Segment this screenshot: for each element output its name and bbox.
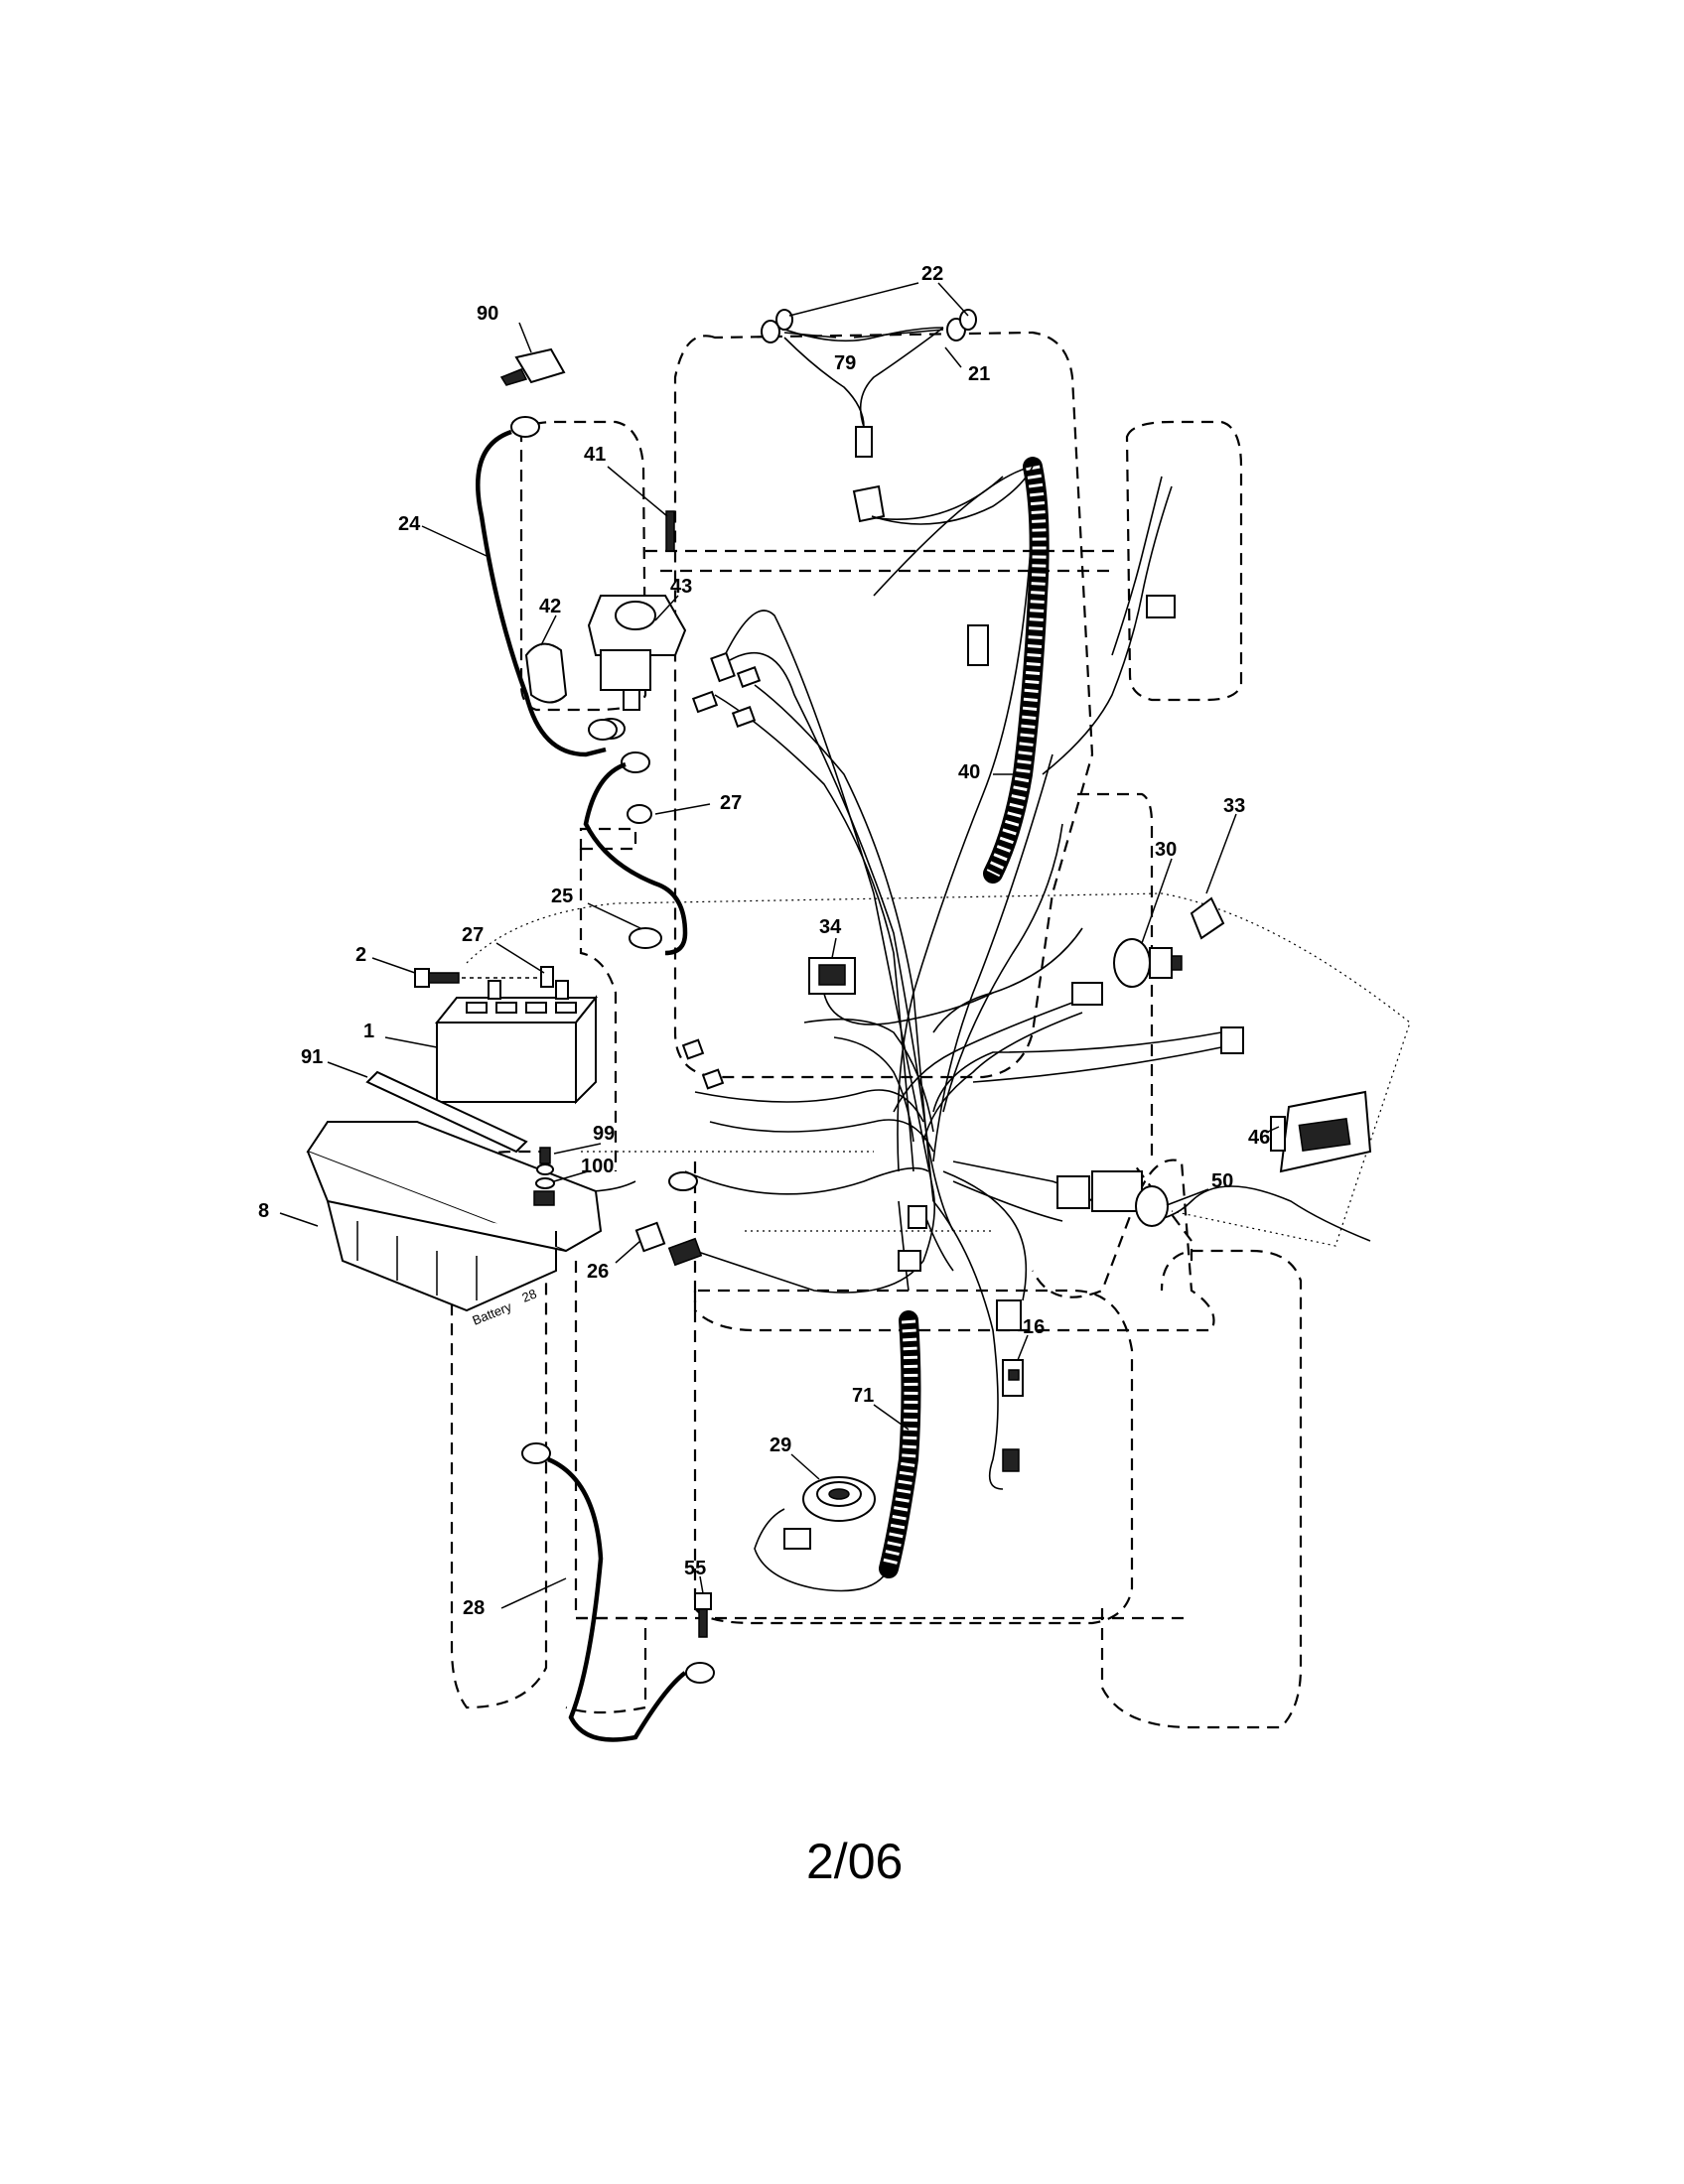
page-number: 2/06 xyxy=(806,1834,903,1889)
callout-26: 26 xyxy=(587,1261,609,1283)
callout-41: 41 xyxy=(584,444,606,466)
harness-conduit-40 xyxy=(983,457,1050,884)
callout-21: 21 xyxy=(968,363,990,385)
callout-43: 43 xyxy=(670,576,692,598)
terminal-boot-42 xyxy=(524,642,568,704)
callout-79: 79 xyxy=(834,352,856,374)
callout-16: 16 xyxy=(1023,1316,1045,1338)
hour-meter-46 xyxy=(1270,1090,1372,1173)
callout-1: 1 xyxy=(363,1021,374,1042)
callout-30: 30 xyxy=(1155,839,1177,861)
callout-71: 71 xyxy=(852,1385,874,1407)
ignition-switch-30 xyxy=(1113,938,1183,988)
switch-16 xyxy=(1002,1359,1024,1397)
nut-27-upper xyxy=(627,804,652,824)
callout-100: 100 xyxy=(581,1156,614,1177)
bolt-2 xyxy=(414,968,460,988)
callout-8: 8 xyxy=(258,1200,269,1222)
headlight-assembly xyxy=(761,309,1034,525)
nut-27-lower xyxy=(462,966,554,988)
ground-cable-28 xyxy=(521,1442,715,1742)
callout-42: 42 xyxy=(539,596,561,617)
pto-switch-34 xyxy=(808,957,994,1025)
headlight-bulb-left xyxy=(761,320,780,343)
seat-switch-29 xyxy=(802,1476,876,1522)
connector-rear-3 xyxy=(898,1250,921,1272)
headlight-socket-right xyxy=(959,309,977,331)
connector-ignition xyxy=(1071,982,1103,1006)
harness-plug-front xyxy=(852,484,886,523)
battery-tray-8: Battery 28 xyxy=(306,1121,603,1328)
connector-rear-2 xyxy=(908,1205,927,1229)
callout-40: 40 xyxy=(958,761,980,783)
callout-29: 29 xyxy=(770,1434,791,1456)
connector-rear-1 xyxy=(996,1299,1022,1331)
wiring-harness-wires xyxy=(585,466,1371,1490)
callout-99: 99 xyxy=(593,1123,615,1145)
ignition-key-33 xyxy=(1190,896,1225,940)
connector-right-upper xyxy=(1146,595,1176,618)
callout-25: 25 xyxy=(551,886,573,907)
connector-switch-upper xyxy=(967,624,989,666)
connector-plug-square xyxy=(1056,1175,1090,1209)
bolt-55 xyxy=(694,1592,712,1638)
callout-22: 22 xyxy=(921,263,943,285)
callout-50: 50 xyxy=(1211,1170,1233,1192)
callout-33: 33 xyxy=(1223,795,1245,817)
light-switch-50 xyxy=(1091,1170,1169,1227)
screw-99 xyxy=(536,1147,554,1175)
connector-side xyxy=(1220,1026,1244,1054)
starter-solenoid-43 xyxy=(524,510,687,824)
tray-marking-number: 28 xyxy=(520,1286,539,1304)
harness-conduit-71 xyxy=(754,1310,921,1592)
callout-55: 55 xyxy=(684,1558,706,1579)
callout-2: 2 xyxy=(355,944,366,966)
headlight-connector xyxy=(855,426,873,458)
battery-1 xyxy=(434,980,599,1105)
callout-28: 28 xyxy=(463,1597,485,1619)
callout-leaders xyxy=(279,282,1280,1609)
hold-down-strap-91 xyxy=(365,1070,528,1154)
bolt-41 xyxy=(665,510,675,552)
callout-24: 24 xyxy=(398,513,421,535)
cable-25 xyxy=(583,761,688,956)
terminal-boot-90 xyxy=(514,347,566,384)
harness-connectors xyxy=(668,595,1244,1550)
connector-seat-switch xyxy=(783,1528,811,1550)
callout-27-lower: 27 xyxy=(462,924,484,946)
callout-34: 34 xyxy=(819,916,842,938)
callout-91: 91 xyxy=(301,1046,323,1068)
connector-rear-4 xyxy=(1002,1448,1020,1472)
callout-27-upper: 27 xyxy=(720,792,742,814)
callout-46: 46 xyxy=(1248,1127,1270,1149)
headlight-socket-left xyxy=(775,309,793,331)
washer-100 xyxy=(533,1177,555,1206)
callout-90: 90 xyxy=(477,303,498,325)
callout-labels: 22 79 21 90 41 24 43 42 27 40 33 30 25 2… xyxy=(258,263,1270,1619)
fuse-holder-26 xyxy=(634,1221,703,1267)
